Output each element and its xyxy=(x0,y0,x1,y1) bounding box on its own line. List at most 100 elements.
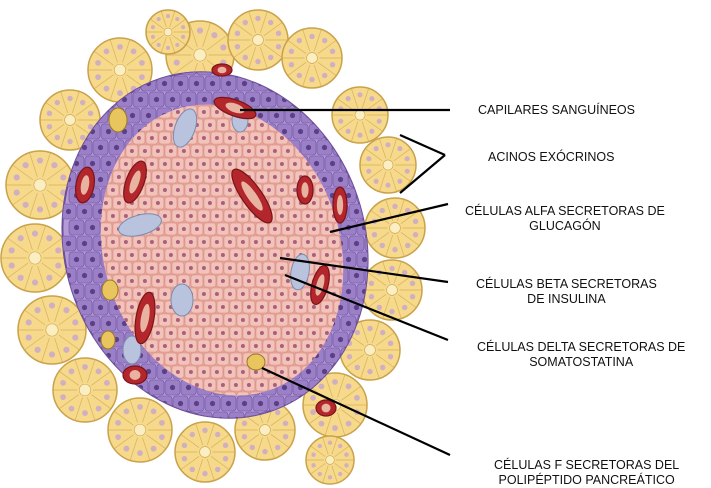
acinus-nucleus xyxy=(72,335,78,341)
beta-nucleus xyxy=(228,318,232,322)
alpha-cell xyxy=(389,412,404,427)
acinus-nucleus xyxy=(311,463,315,467)
alpha-nucleus xyxy=(194,81,199,86)
acinus-nucleus xyxy=(355,330,360,335)
beta-nucleus xyxy=(254,370,258,374)
alpha-nucleus xyxy=(114,145,119,150)
f-cell xyxy=(101,331,115,349)
acinus-nucleus xyxy=(223,443,228,448)
beta-nucleus xyxy=(104,253,108,257)
alpha-nucleus xyxy=(82,433,87,438)
acinus-lumen xyxy=(114,64,126,76)
beta-nucleus xyxy=(137,266,141,270)
beta-nucleus xyxy=(169,201,173,205)
alpha-nucleus xyxy=(354,145,359,150)
beta-nucleus xyxy=(267,162,271,166)
acinus xyxy=(332,87,388,143)
beta-nucleus xyxy=(124,214,128,218)
acinus-lumen xyxy=(164,28,172,36)
alpha-nucleus xyxy=(378,65,383,70)
beta-nucleus xyxy=(332,136,336,140)
acinus-nucleus xyxy=(166,14,170,18)
alpha-nucleus xyxy=(386,81,391,86)
acinus-nucleus xyxy=(344,463,348,467)
beta-nucleus xyxy=(286,227,290,231)
acinus-lumen xyxy=(307,53,318,64)
beta-nucleus xyxy=(351,149,355,153)
beta-nucleus xyxy=(280,162,284,166)
beta-nucleus xyxy=(325,97,329,101)
acinus-nucleus xyxy=(115,420,121,426)
acinus-nucleus xyxy=(104,86,110,92)
beta-nucleus xyxy=(286,331,290,335)
alpha-nucleus xyxy=(98,433,103,438)
beta-nucleus xyxy=(390,97,394,101)
acinus-nucleus xyxy=(413,232,418,237)
alpha-nucleus xyxy=(354,209,359,214)
beta-nucleus xyxy=(163,240,167,244)
acinus-nucleus xyxy=(32,230,38,236)
beta-cell xyxy=(315,106,327,118)
beta-nucleus xyxy=(234,305,238,309)
alpha-nucleus xyxy=(338,337,343,342)
alpha-nucleus xyxy=(298,129,303,134)
alpha-nucleus xyxy=(322,113,327,118)
beta-nucleus xyxy=(156,357,160,361)
beta-nucleus xyxy=(325,305,329,309)
beta-nucleus xyxy=(364,201,368,205)
beta-nucleus xyxy=(234,357,238,361)
beta-nucleus xyxy=(254,344,258,348)
beta-nucleus xyxy=(247,227,251,231)
beta-nucleus xyxy=(156,175,160,179)
beta-nucleus xyxy=(234,227,238,231)
beta-nucleus xyxy=(319,240,323,244)
beta-cell xyxy=(224,418,236,430)
alpha-nucleus xyxy=(202,97,207,102)
alpha-cell xyxy=(341,60,356,75)
acinus-lumen xyxy=(34,179,46,191)
beta-nucleus xyxy=(208,227,212,231)
beta-nucleus xyxy=(156,123,160,127)
alpha-nucleus xyxy=(74,289,79,294)
alpha-nucleus xyxy=(362,257,367,262)
beta-nucleus xyxy=(176,110,180,114)
acinus-nucleus xyxy=(289,62,294,67)
beta-nucleus xyxy=(169,175,173,179)
acinus-nucleus xyxy=(96,406,102,412)
beta-nucleus xyxy=(299,357,303,361)
beta-nucleus xyxy=(202,188,206,192)
acinus-nucleus xyxy=(69,406,75,412)
beta-nucleus xyxy=(176,188,180,192)
beta-cell xyxy=(360,197,372,209)
beta-nucleus xyxy=(390,409,394,413)
alpha-nucleus xyxy=(330,97,335,102)
acinus-lumen xyxy=(29,252,41,264)
beta-nucleus xyxy=(371,396,375,400)
acinus-nucleus xyxy=(157,43,161,47)
acinus-nucleus xyxy=(60,394,66,400)
beta-nucleus xyxy=(377,409,381,413)
beta-nucleus xyxy=(163,344,167,348)
beta-nucleus xyxy=(137,136,141,140)
beta-nucleus xyxy=(150,344,154,348)
acinus-nucleus xyxy=(389,309,394,314)
acinus-nucleus xyxy=(9,263,15,269)
acinus-nucleus xyxy=(166,46,170,50)
acinus-nucleus xyxy=(392,204,397,209)
acinus-nucleus xyxy=(405,243,410,248)
acinus-lumen xyxy=(260,425,271,436)
acinus-nucleus xyxy=(220,44,226,50)
acinus-nucleus xyxy=(80,100,85,105)
beta-nucleus xyxy=(312,175,316,179)
beta-nucleus xyxy=(208,253,212,257)
beta-nucleus xyxy=(117,253,121,257)
acinus-nucleus xyxy=(63,307,69,313)
beta-nucleus xyxy=(150,240,154,244)
acinus-nucleus xyxy=(338,119,343,124)
acinus-nucleus xyxy=(14,174,20,180)
beta-nucleus xyxy=(150,266,154,270)
beta-nucleus xyxy=(234,149,238,153)
beta-nucleus xyxy=(254,292,258,296)
beta-nucleus xyxy=(293,188,297,192)
beta-nucleus xyxy=(195,253,199,257)
